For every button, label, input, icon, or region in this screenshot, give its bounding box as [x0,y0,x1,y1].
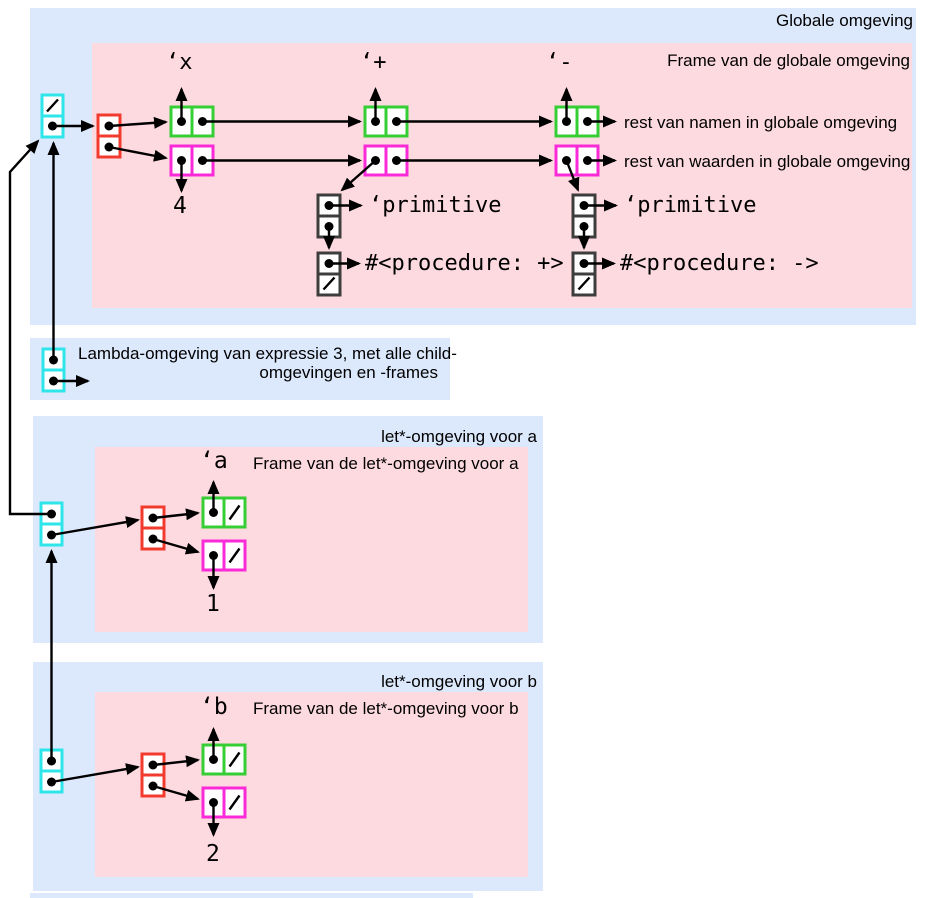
plus-primitive-pair-2 [316,251,342,297]
let-b-frame-title: Frame van de let*-omgeving voor b [253,699,519,718]
null-slash [322,276,336,291]
let-a-frame-box [95,447,528,632]
lambda-env-label-line1: Lambda-omgeving van expressie 3, met all… [78,344,457,363]
arrow-leta-frame-to-values [152,537,200,555]
null-slash [228,504,241,521]
let-b-names-cell [201,743,247,776]
rest-values-label: rest van waarden in globale omgeving [624,152,911,171]
null-slash [577,276,591,291]
arrow-leta-frame-to-names [152,508,200,521]
null-slash [228,794,241,811]
null-slash [46,98,59,113]
minus-primitive-pair-2 [571,251,597,297]
global-env-pointer-cell [40,93,65,139]
let-a-frame-title: Frame van de let*-omgeving voor a [253,454,519,473]
arrow-minusvalue-to-pair [565,160,580,192]
let-b-frame-pair-cell [140,752,166,798]
arrow-leta-to-global [8,139,52,516]
null-slash [228,547,241,564]
let-b-frame-box [95,692,528,877]
global-frame-pair-cell [96,113,122,159]
let-b-env-title: let*-omgeving voor b [381,672,537,691]
lambda-env-box [30,338,450,400]
name-label-x: ‘x [166,50,193,75]
lambda-env-label: Lambda-omgeving van expressie 3, met all… [78,344,457,382]
lambda-env-label-line2: omgevingen en -frames [259,363,438,382]
value-label-4: 4 [173,193,187,219]
arrow-letb-frame-to-names [152,755,200,768]
let-a-env-pointer-cell [39,501,64,547]
name-label-a: ‘a [200,448,228,474]
next-env-box-clipped [30,893,473,898]
let-b-values-cell [201,786,247,819]
name-label-plus: ‘+ [360,50,387,75]
minus-primitive-label: ‘primitive [624,193,757,218]
global-frame-title: Frame van de globale omgeving [667,51,910,70]
value-label-1: 1 [206,591,220,617]
arrow-frame-to-values [108,145,168,162]
let-a-names-cell [201,496,247,529]
arrow-letaenv-to-frame [51,516,140,537]
global-frame-box [92,43,912,308]
null-slash [228,751,241,768]
let-a-values-cell [201,539,247,572]
plus-primitive-label: ‘primitive [369,193,502,218]
let-a-env-title: let*-omgeving voor a [381,427,537,446]
arrow-plusvalue-to-pair [340,159,377,192]
arrow-frame-to-names [108,116,168,129]
rest-names-label: rest van namen in globale omgeving [624,113,898,132]
global-env-title: Globale omgeving [775,11,913,30]
value-label-2: 2 [206,841,220,867]
arrow-letbenv-to-frame [51,763,140,784]
pointer-arrows [8,87,618,837]
arrow-letb-frame-to-values [152,784,200,802]
let-a-frame-pair-cell [140,505,166,551]
minus-procedure-label: #<procedure: -> [620,251,819,276]
plus-procedure-label: #<procedure: +> [365,251,564,276]
name-label-minus: ‘- [546,50,573,75]
name-label-b: ‘b [200,694,228,720]
